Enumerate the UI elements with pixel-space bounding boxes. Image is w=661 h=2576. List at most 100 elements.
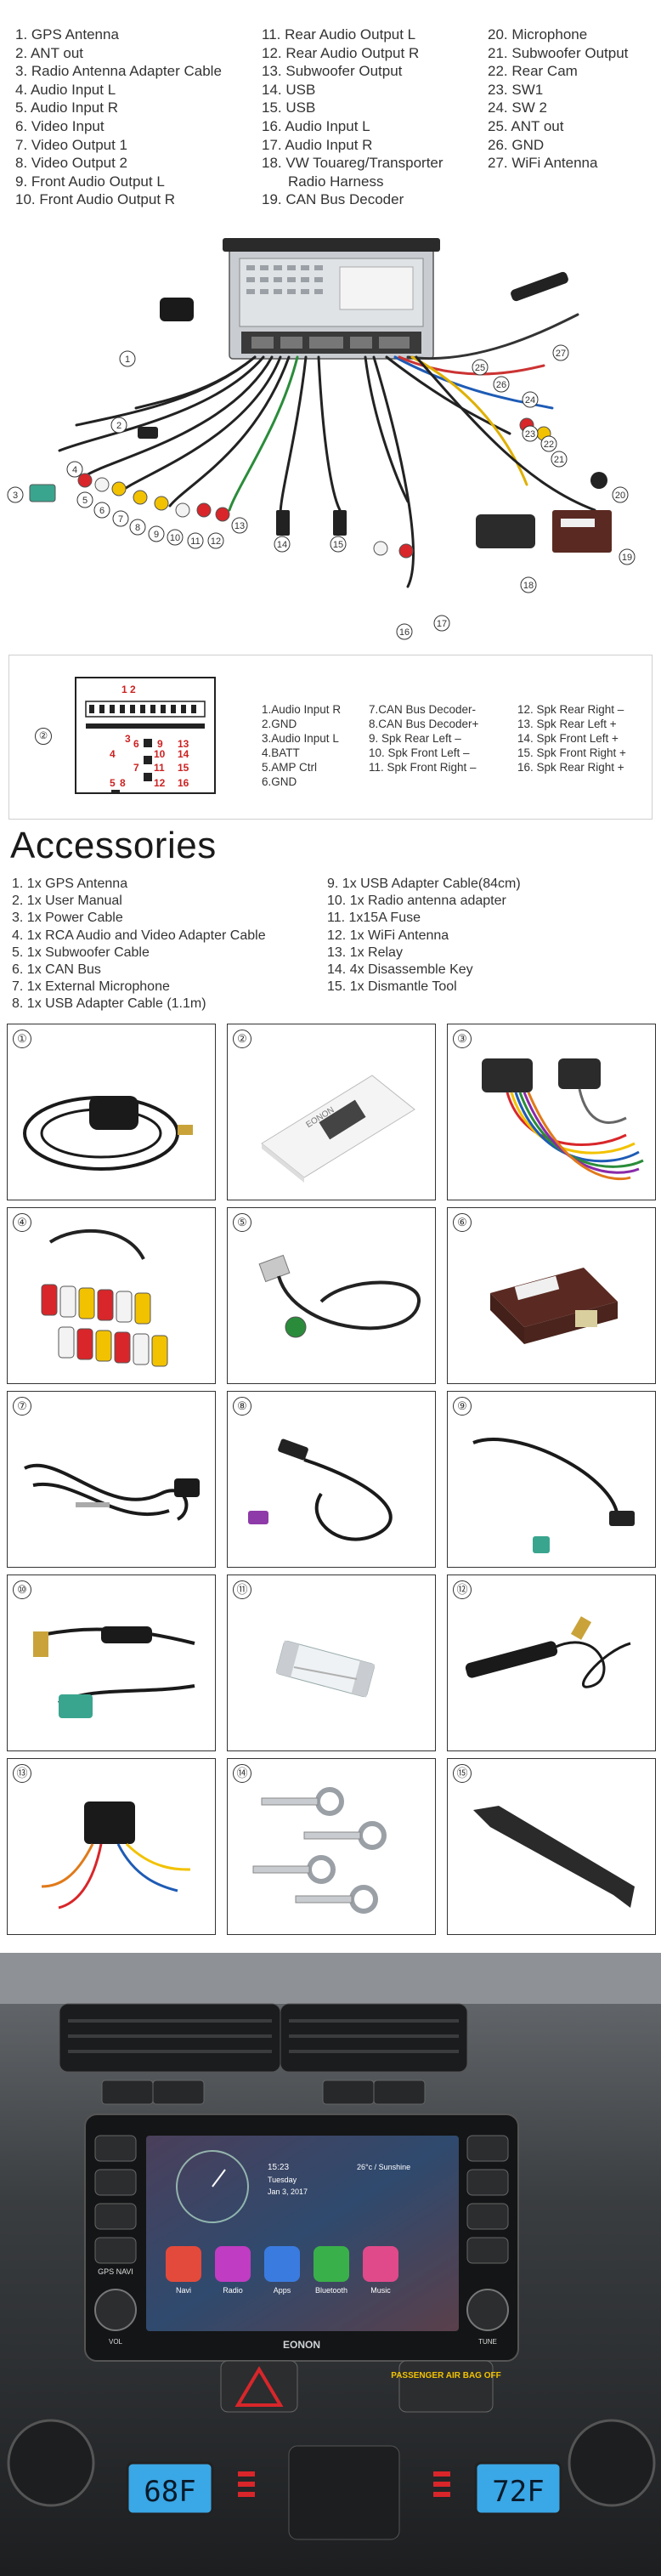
accessory-item: 15. 1x Dismantle Tool (327, 979, 457, 995)
tile-number: ⑭ (233, 1764, 251, 1783)
subwoofer-cable-icon (258, 1254, 421, 1338)
pin-label: 6.GND (262, 775, 297, 788)
accessory-tile: ⑧ (227, 1391, 436, 1568)
accessory-item: 8. 1x USB Adapter Cable (1.1m) (12, 996, 206, 1012)
pin-number: 6 (133, 738, 139, 750)
callout-label: 1 (125, 355, 130, 365)
legend-item: 1. GPS Antenna (15, 26, 119, 43)
legend-item: 2. ANT out (15, 44, 84, 61)
accessory-tile: ⑮ (447, 1758, 656, 1935)
accessory-tile: ⑪ (227, 1575, 436, 1751)
callout-label: 16 (399, 627, 410, 638)
callout-label: 14 (277, 540, 287, 550)
wifi-antenna-icon (465, 1616, 631, 1688)
pinout-col1: 1.Audio Input R 2.GND 3.Audio Input L 4.… (262, 702, 341, 789)
legend-item: 16. Audio Input L (262, 117, 370, 134)
callout-label: 2 (116, 421, 121, 431)
pin-label: 3.Audio Input L (262, 732, 339, 745)
app-label: Bluetooth (315, 2286, 347, 2295)
callout-label: 24 (525, 395, 535, 406)
legend-item: 27. WiFi Antenna (488, 155, 598, 172)
vol-label: VOL (109, 2338, 123, 2346)
tile-number: ⑤ (233, 1213, 251, 1232)
pin-number: 16 (178, 777, 189, 789)
callout-label: 27 (556, 349, 566, 359)
tile-number: ② (233, 1030, 251, 1048)
callout-label: 7 (118, 514, 123, 525)
screen-weather: 26°c / Sunshine (357, 2163, 410, 2171)
legend-item: 26. GND (488, 136, 545, 153)
callout-label: 17 (437, 619, 447, 629)
pin-number: 2 (130, 684, 136, 695)
pin-number: 7 (133, 762, 139, 774)
screen-day: Tuesday (268, 2176, 297, 2184)
app-dock (166, 2246, 398, 2282)
tune-label: TUNE (478, 2338, 497, 2346)
legend-item: 5. Audio Input R (15, 99, 118, 116)
accessory-item: 4. 1x RCA Audio and Video Adapter Cable (12, 928, 266, 943)
relay-icon (41, 1801, 191, 1909)
accessory-item: 10. 1x Radio antenna adapter (327, 894, 506, 909)
app-label: Radio (223, 2286, 243, 2295)
brand-logo: EONON (283, 2339, 320, 2351)
accessory-item: 1. 1x GPS Antenna (12, 877, 128, 891)
legend-item: 6. Video Input (15, 117, 105, 134)
accessory-item: 2. 1x User Manual (12, 894, 122, 909)
accessory-tile: EONON ② (227, 1024, 436, 1200)
accessory-tile: ⑬ (7, 1758, 216, 1935)
callout-label: 22 (544, 440, 554, 450)
pin-label: 7.CAN Bus Decoder- (369, 703, 477, 716)
legend-item: 25. ANT out (488, 117, 564, 134)
legend-item: Radio Harness (288, 173, 384, 190)
app-label: Apps (274, 2286, 291, 2295)
pin-number: 13 (178, 738, 189, 750)
pinout-panel: ② 1 2 3 4 5 6 7 8 9 10 11 12 13 14 (8, 655, 653, 820)
tile-number: ⑬ (13, 1764, 31, 1783)
airbag-label: PASSENGER AIR BAG OFF (391, 2371, 500, 2380)
legend-item: 14. USB (262, 81, 316, 98)
legend-item: 20. Microphone (488, 26, 588, 43)
callout-label: 9 (154, 530, 159, 540)
legend-item: 15. USB (262, 99, 316, 116)
tile-number: ⑦ (13, 1397, 31, 1416)
tile-number: ⑩ (13, 1580, 31, 1599)
callout-label: 5 (82, 496, 88, 506)
callout-label: 23 (525, 429, 535, 440)
legend-item: 12. Rear Audio Output R (262, 44, 420, 61)
microphone-icon (24, 1463, 200, 1521)
wiring-legend-col3: 20. Microphone 21. Subwoofer Output 22. … (488, 26, 628, 173)
legend-item: 23. SW1 (488, 81, 544, 98)
accessory-tile: ⑤ (227, 1207, 436, 1384)
left-temp-display: 68F (144, 2475, 195, 2509)
callout-label: 25 (475, 363, 485, 373)
callout-label: 19 (622, 553, 632, 563)
fuse-icon (275, 1640, 376, 1698)
accessory-item: 13. 1x Relay (327, 945, 403, 960)
legend-item: 4. Audio Input L (15, 81, 116, 98)
accessory-tile: ① (7, 1024, 216, 1200)
pin-number: 4 (110, 748, 116, 760)
rca-cable-icon (41, 1228, 168, 1367)
accessory-item: 7. 1x External Microphone (12, 979, 170, 995)
screen-time: 15:23 (268, 2163, 289, 2172)
callout-label: 12 (211, 536, 221, 547)
pin-label: 5.AMP Ctrl (262, 761, 318, 774)
callout-label: 8 (135, 523, 140, 533)
accessory-item: 14. 4x Disassemble Key (327, 962, 473, 978)
pin-label: 2.GND (262, 718, 297, 730)
pin-label: 1.Audio Input R (262, 703, 342, 716)
accessory-item: 9. 1x USB Adapter Cable(84cm) (327, 877, 521, 891)
tile-number: ⑧ (233, 1397, 251, 1416)
pin-number: 12 (154, 777, 166, 789)
pin-label: 14. Spk Front Left + (517, 732, 619, 745)
disassemble-keys-icon (252, 1787, 387, 1914)
wiring-diagram: 1 2 3 4 5 6 7 8 9 10 11 12 13 14 15 16 1… (7, 238, 636, 640)
accessory-tile: ⑦ (7, 1391, 216, 1568)
tile-number: ⑥ (453, 1213, 472, 1232)
pin-label: 11. Spk Front Right – (369, 761, 477, 774)
pinout-marker: ② (35, 728, 52, 745)
pin-number: 1 (121, 684, 127, 695)
pin-label: 16. Spk Rear Right + (517, 761, 624, 774)
tile-number: ③ (453, 1030, 472, 1048)
callout-label: 10 (170, 533, 180, 543)
